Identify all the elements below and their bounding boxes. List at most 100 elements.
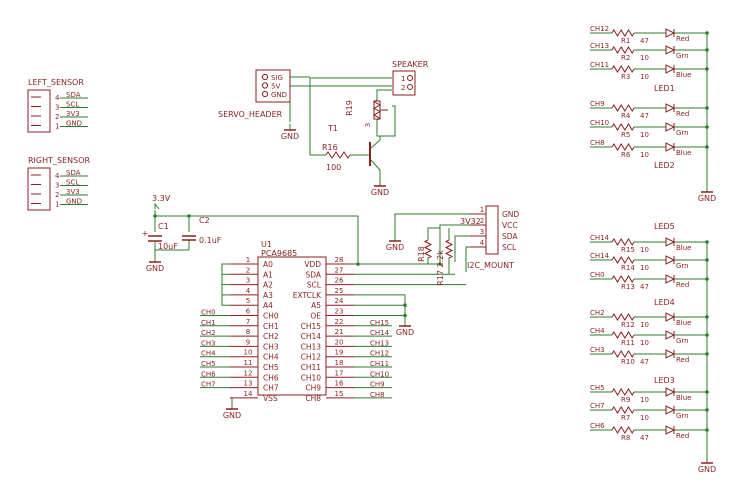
led-bottom-row-res-val: 10 [640, 246, 649, 254]
speaker-body [392, 70, 416, 96]
led-top-row-res-name: R4 [621, 112, 631, 120]
u1-right-pin-num: 18 [335, 359, 344, 367]
i2c-pin-name: SDA [502, 232, 518, 241]
servo-pin-label: GND [271, 91, 287, 99]
r18-resistor [423, 239, 433, 259]
u1-right-pin-name: CH10 [301, 373, 322, 382]
u1-left-pin-name: CH4 [263, 353, 279, 362]
u1-right-net: CH9 [370, 381, 385, 389]
c1-value: 10uF [158, 242, 178, 251]
right-sensor-pin-num: 4 [55, 172, 60, 180]
c2-name: C2 [199, 216, 210, 225]
u1-right-net: CH15 [370, 319, 389, 327]
t1-gnd-label: GND [371, 188, 389, 197]
r19-pin: 3 [364, 123, 372, 127]
led-bottom-row-diode [665, 405, 676, 415]
led-bottom-row-res-name: R14 [621, 264, 635, 272]
i2c-pin-num: 3 [480, 228, 484, 236]
u1-left-pin-num: 13 [244, 380, 253, 388]
u1-left-pin-num: 5 [246, 297, 250, 305]
left-sensor-body [27, 89, 51, 133]
speaker-title: SPEAKER [392, 60, 429, 69]
u1-left-pin-num: 11 [244, 359, 253, 367]
led-top-row-diode [665, 64, 676, 74]
led-top-gnd-label: GND [698, 194, 716, 203]
u1-left-pin-num: 9 [246, 338, 250, 346]
led-bottom-row-color: Red [676, 281, 689, 289]
i2c-gnd-label: GND [386, 243, 404, 252]
c1-gnd-label: GND [146, 264, 164, 273]
u1-right-pin-num: 21 [335, 328, 344, 336]
led-bottom-row-ch: CH14 [590, 252, 610, 260]
u1-right-pin-name: CH14 [301, 332, 322, 341]
led-bottom-row-ch: CH7 [590, 402, 605, 410]
i2c-body [485, 205, 499, 255]
u1-left-net: CH1 [201, 319, 216, 327]
led-top-row-color: Grn [676, 52, 689, 60]
right-sensor-pin-name: GND [66, 198, 82, 206]
u1-right-pin-num: 27 [335, 266, 344, 274]
led-bottom-row-diode [665, 387, 676, 397]
u1-right-net: CH10 [370, 370, 389, 378]
u1-vss-wire [230, 397, 233, 403]
led-bottom-row-res-name: R8 [621, 434, 630, 442]
r17-label: R17 2.2k [436, 250, 445, 286]
left-sensor-pin-name: SDA [66, 91, 81, 99]
right-sensor-pin-num: 3 [55, 182, 59, 190]
u1-left-net: CH0 [201, 309, 216, 317]
led-bottom-row-color: Blue [676, 394, 692, 402]
u1-left-pin-name: A1 [263, 270, 273, 279]
led-top-row-res [611, 46, 635, 54]
speaker-pin-label: 1 [401, 75, 405, 83]
u1-right-pin-num: 16 [335, 380, 344, 388]
t1-name: T1 [327, 124, 338, 133]
i2c-pin-name: GND [502, 210, 519, 219]
led-bottom-row-color: Blue [676, 244, 692, 252]
servo-pin-label: SIG [271, 74, 283, 82]
u1-left-pin-name: A0 [263, 260, 273, 269]
led-bottom-row-ch: CH6 [590, 422, 605, 430]
rail-label: 3.3V [152, 194, 171, 203]
u1-left-pin-name: A4 [263, 301, 273, 310]
servo-pin-circle [261, 73, 269, 81]
speaker-pin-label: 2 [401, 84, 405, 92]
led-top-row-color: Grn [676, 129, 689, 137]
u1-right-pin-num: 17 [335, 369, 344, 377]
u1-right-pin-name: CH9 [305, 384, 321, 393]
led-bottom-row-res-val: 47 [640, 283, 649, 291]
u1-left-pin-name: CH6 [263, 373, 279, 382]
servo-header-body [255, 69, 291, 103]
u1-right-pin-name: CH8 [305, 394, 321, 403]
left-sensor-pin-name: SCL [66, 101, 79, 109]
led-top-row-res-name: R2 [621, 54, 630, 62]
led-top-row-ch: CH13 [590, 42, 609, 50]
r18-top [427, 227, 440, 240]
left-sensor-pin-num: 1 [55, 123, 59, 131]
oe-junction [403, 313, 407, 318]
led-top-row-res-val: 10 [640, 151, 649, 159]
led4-name: LED4 [654, 298, 675, 307]
u1-left-net: CH4 [201, 350, 216, 358]
a5-junction [403, 303, 407, 308]
u1-left-pin-name: A3 [263, 291, 273, 300]
u1-left-pin-num: 3 [246, 277, 250, 285]
led-bottom-row-ch: CH14 [590, 234, 610, 242]
led-top-row-res-name: R3 [621, 73, 630, 81]
led-bottom-row-res [611, 313, 635, 321]
led-top-row-res-val: 10 [640, 131, 649, 139]
led-bottom-row-res [611, 426, 635, 434]
wires [60, 31, 709, 463]
led-bottom-row-diode [665, 330, 676, 340]
led-bottom-row-res-val: 10 [640, 396, 649, 404]
u1-right-pin-num: 15 [335, 390, 344, 398]
rail-arrow [154, 202, 160, 210]
led-bottom-row-ch: CH3 [590, 346, 605, 354]
u1-right-net: CH13 [370, 339, 389, 347]
right-sensor-pin-num: 1 [55, 201, 59, 209]
u1-right-pin-num: 24 [335, 297, 344, 305]
i2c-pin-num: 2 [480, 217, 484, 225]
left-sensor-pin-num: 3 [55, 104, 59, 112]
u1-right-pin-name: OE [310, 312, 321, 321]
